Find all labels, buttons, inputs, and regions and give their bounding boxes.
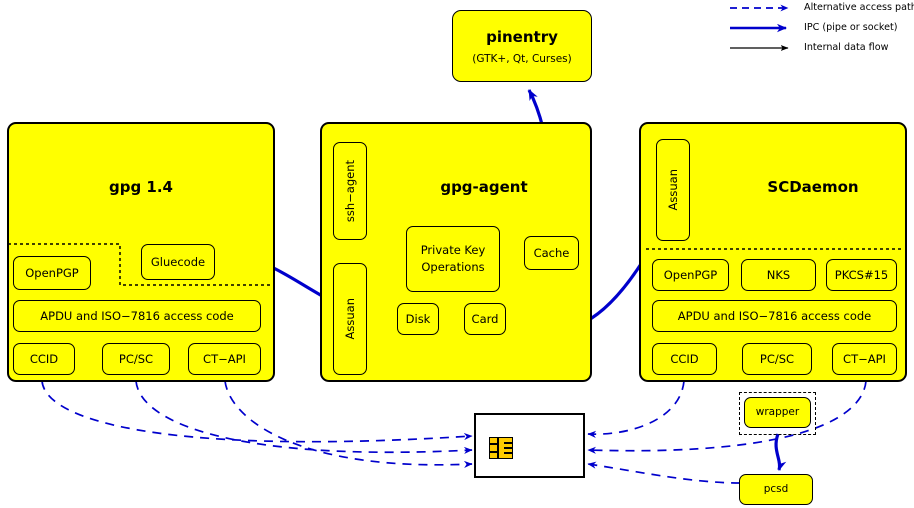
scdaemon-driver-pcsc-label: PC/SC bbox=[759, 351, 795, 366]
node-scdaemon-driver-pcsc[interactable]: PC/SC bbox=[742, 343, 812, 375]
panel-gpg-title: gpg 1.4 bbox=[108, 178, 173, 196]
node-private-key-operations[interactable]: Private Key Operations bbox=[406, 226, 500, 292]
legend-lines bbox=[730, 4, 789, 51]
smartcard-chip-icon bbox=[489, 437, 513, 459]
node-gpg-agent-card[interactable]: Card bbox=[464, 303, 506, 335]
gpg-gluecode-label: Gluecode bbox=[150, 254, 206, 269]
gpg-agent-disk-label: Disk bbox=[405, 311, 431, 326]
node-scdaemon-assuan[interactable]: Assuan bbox=[656, 139, 690, 241]
private-key-operations-label: Private Key Operations bbox=[420, 242, 486, 274]
node-wrapper[interactable]: wrapper bbox=[744, 397, 811, 428]
pinentry-title: pinentry bbox=[486, 27, 558, 46]
node-gpg-driver-ccid[interactable]: CCID bbox=[13, 343, 75, 375]
node-gpg-driver-ctapi[interactable]: CT−API bbox=[188, 343, 261, 375]
legend-label-ipc: IPC (pipe or socket) bbox=[804, 22, 898, 33]
panel-scdaemon-title: SCDaemon bbox=[767, 178, 859, 196]
scdaemon-app-nks-label: NKS bbox=[766, 267, 791, 282]
node-gpg-apdu[interactable]: APDU and ISO−7816 access code bbox=[13, 300, 261, 332]
pcsd-label: pcsd bbox=[763, 482, 789, 495]
node-scdaemon-app-openpgp[interactable]: OpenPGP bbox=[652, 259, 729, 291]
gpg-agent-ssh-agent-label: ssh−agent bbox=[343, 159, 357, 223]
scdaemon-divider bbox=[646, 248, 902, 250]
legend: Alternative access paths IPC (pipe or so… bbox=[722, 0, 914, 60]
pinentry-subtitle: (GTK+, Qt, Curses) bbox=[472, 52, 572, 65]
node-scdaemon-driver-ccid[interactable]: CCID bbox=[652, 343, 717, 375]
node-gpg-gluecode[interactable]: Gluecode bbox=[141, 244, 215, 280]
node-gpg-agent-cache[interactable]: Cache bbox=[524, 236, 579, 270]
gpg-scd-shared-region bbox=[8, 243, 275, 286]
node-gpg-driver-pcsc[interactable]: PC/SC bbox=[102, 343, 170, 375]
scdaemon-apdu-label: APDU and ISO−7816 access code bbox=[677, 308, 872, 323]
legend-label-internal-data-flow: Internal data flow bbox=[804, 42, 889, 53]
node-scdaemon-driver-ctapi[interactable]: CT−API bbox=[832, 343, 897, 375]
gpg-agent-assuan-label: Assuan bbox=[343, 298, 357, 340]
scdaemon-driver-ccid-label: CCID bbox=[670, 351, 699, 366]
node-scdaemon-app-pkcs15[interactable]: PKCS#15 bbox=[826, 259, 897, 291]
gpg-driver-pcsc-label: PC/SC bbox=[118, 351, 154, 366]
node-pinentry[interactable]: pinentry (GTK+, Qt, Curses) bbox=[452, 10, 592, 82]
node-pcsd[interactable]: pcsd bbox=[739, 474, 813, 505]
node-gpg-agent-disk[interactable]: Disk bbox=[397, 303, 439, 335]
gpg-openpgp-label: OpenPGP bbox=[25, 265, 79, 280]
node-scdaemon-apdu[interactable]: APDU and ISO−7816 access code bbox=[652, 300, 897, 332]
wrapper-label: wrapper bbox=[755, 405, 800, 418]
scdaemon-app-pkcs15-label: PKCS#15 bbox=[834, 267, 889, 282]
scdaemon-app-openpgp-label: OpenPGP bbox=[663, 267, 718, 282]
gpg-agent-cache-label: Cache bbox=[533, 245, 570, 260]
node-gpg-agent-assuan[interactable]: Assuan bbox=[333, 263, 367, 375]
node-gpg-openpgp[interactable]: OpenPGP bbox=[13, 256, 91, 290]
node-scdaemon-app-nks[interactable]: NKS bbox=[741, 259, 816, 291]
node-gpg-agent-ssh-agent[interactable]: ssh−agent bbox=[333, 142, 367, 240]
gpg-driver-ccid-label: CCID bbox=[29, 351, 59, 366]
gpg-agent-card-label: Card bbox=[471, 311, 499, 326]
node-smartcard[interactable] bbox=[474, 413, 585, 478]
panel-gpg-agent-title: gpg-agent bbox=[440, 178, 528, 196]
scdaemon-driver-ctapi-label: CT−API bbox=[843, 351, 886, 366]
wrapper-container bbox=[739, 392, 816, 435]
legend-label-alternative-paths: Alternative access paths bbox=[804, 2, 914, 13]
gpg-driver-ctapi-label: CT−API bbox=[203, 351, 246, 366]
gpg-apdu-label: APDU and ISO−7816 access code bbox=[40, 308, 234, 323]
